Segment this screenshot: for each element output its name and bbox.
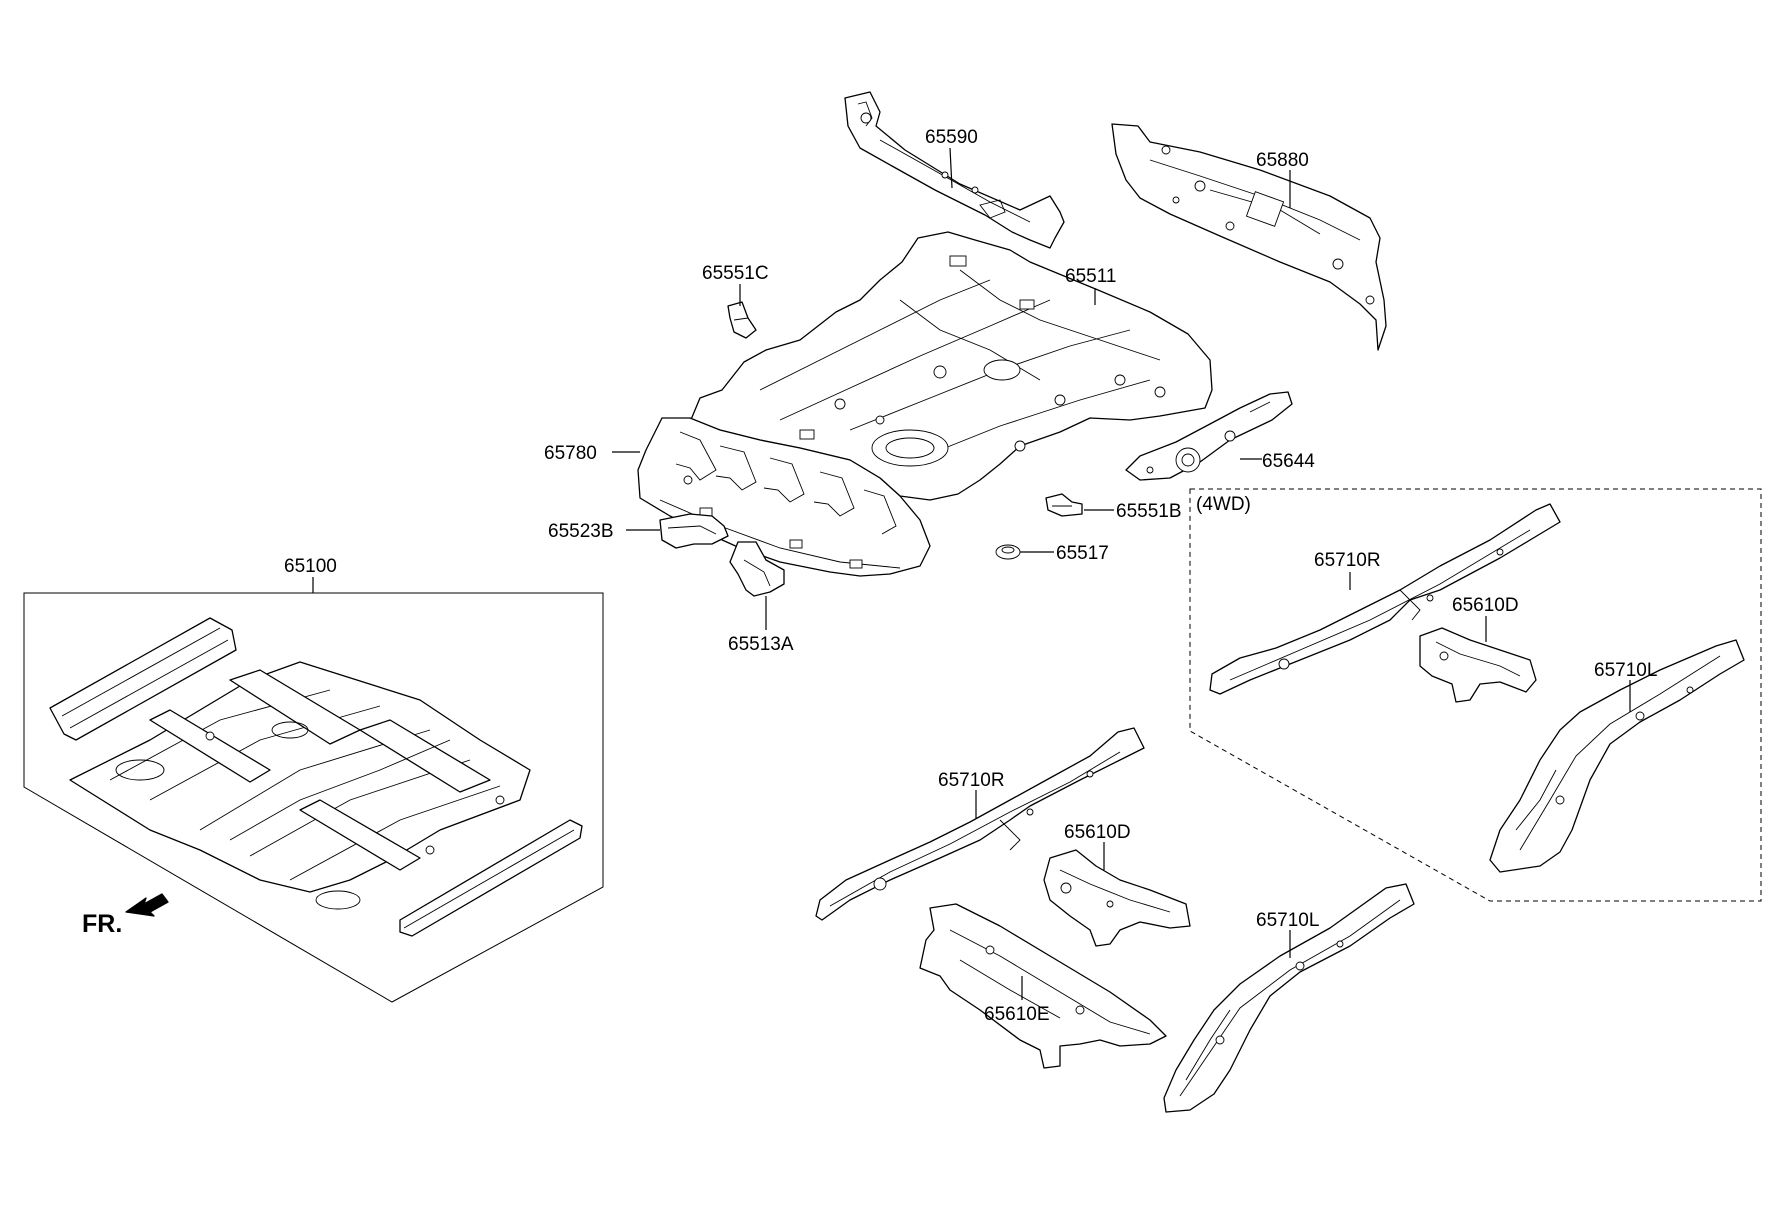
part-65610D-4wd-drawing bbox=[1419, 627, 1537, 703]
part-65511-drawing bbox=[689, 231, 1213, 501]
part-65710R-drawing bbox=[815, 727, 1145, 921]
part-65780-drawing bbox=[637, 417, 931, 577]
label-65610D: 65610D bbox=[1064, 822, 1131, 843]
label-65517: 65517 bbox=[1056, 543, 1109, 564]
part-65100-drawing bbox=[49, 617, 583, 937]
front-direction-arrow bbox=[125, 893, 169, 917]
part-65610E-drawing bbox=[919, 903, 1167, 1069]
label-65644: 65644 bbox=[1262, 451, 1315, 472]
label-4wd: (4WD) bbox=[1196, 494, 1251, 515]
label-65513A: 65513A bbox=[728, 634, 794, 655]
box-65100 bbox=[23, 592, 604, 1003]
label-65710R-4wd: 65710R bbox=[1314, 550, 1381, 571]
label-65710R: 65710R bbox=[938, 770, 1005, 791]
part-65517-drawing bbox=[995, 544, 1021, 560]
label-65610E: 65610E bbox=[984, 1004, 1050, 1025]
label-65610D-4wd: 65610D bbox=[1452, 595, 1519, 616]
part-65513A-drawing bbox=[729, 541, 785, 597]
part-65710L-drawing bbox=[1163, 883, 1415, 1113]
part-65710R-4wd-drawing bbox=[1209, 503, 1561, 695]
part-65710L-4wd-drawing bbox=[1489, 639, 1745, 873]
label-65710L: 65710L bbox=[1256, 910, 1319, 931]
part-65610D-drawing bbox=[1043, 849, 1191, 947]
box-4wd bbox=[1189, 488, 1762, 902]
label-65511: 65511 bbox=[1065, 266, 1116, 287]
part-65590-drawing bbox=[844, 91, 1065, 249]
label-65880: 65880 bbox=[1256, 150, 1309, 171]
label-65780: 65780 bbox=[544, 443, 597, 464]
part-65644-drawing bbox=[1125, 391, 1293, 481]
part-65880-drawing bbox=[1111, 123, 1387, 351]
label-65710L-4wd: 65710L bbox=[1594, 660, 1657, 681]
part-65551B-drawing bbox=[1045, 493, 1083, 517]
label-65551B: 65551B bbox=[1116, 501, 1182, 522]
label-65551C: 65551C bbox=[702, 263, 769, 284]
front-direction-label: FR. bbox=[82, 910, 122, 938]
label-65523B: 65523B bbox=[548, 521, 614, 542]
label-65100: 65100 bbox=[284, 556, 337, 577]
part-65523B-drawing bbox=[659, 513, 729, 549]
label-65590: 65590 bbox=[925, 127, 978, 148]
leader-65590 bbox=[949, 147, 953, 189]
part-65551C-drawing bbox=[727, 301, 757, 339]
